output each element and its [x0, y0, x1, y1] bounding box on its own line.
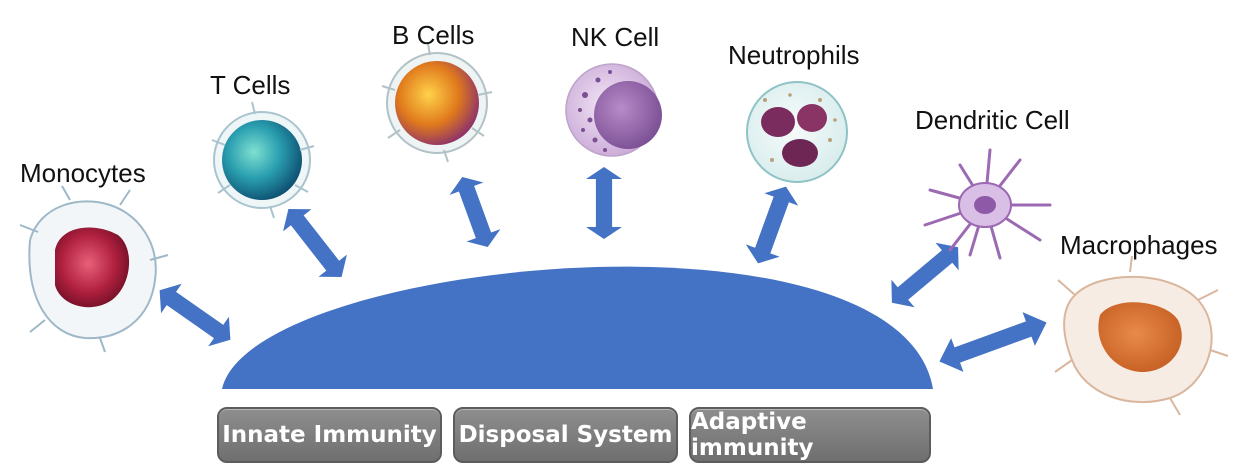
- label-neutrophils: Neutrophils: [728, 40, 860, 70]
- double-arrow-icon: [149, 275, 241, 355]
- category-innate-immunity: Innate Immunity: [217, 407, 442, 463]
- macrophage-cell-icon: [1054, 255, 1229, 416]
- double-arrow-icon: [741, 180, 803, 270]
- label-t-cells: T Cells: [210, 70, 291, 100]
- category-disposal-system: Disposal System: [453, 407, 678, 463]
- label-nk-cell: NK Cell: [571, 22, 660, 52]
- double-arrow-icon: [274, 197, 356, 289]
- label-b-cells: B Cells: [392, 20, 475, 50]
- label-dendritic-cell: Dendritic Cell: [915, 105, 1070, 135]
- label-macrophages: Macrophages: [1060, 230, 1218, 260]
- double-arrow-icon: [933, 305, 1053, 379]
- monocyte-cell-icon: [19, 185, 169, 353]
- nk-cell-icon: [565, 63, 662, 157]
- neutrophil-cell-icon: [746, 81, 848, 183]
- label-monocytes: Monocytes: [20, 158, 146, 188]
- t-cell-icon: [211, 101, 315, 219]
- immune-system-dome: [222, 266, 933, 389]
- category-adaptive-immunity: Adaptive immunity: [689, 407, 931, 463]
- dendritic-cell-icon: [923, 148, 1052, 260]
- b-cell-icon: [381, 43, 493, 163]
- double-arrow-icon: [880, 233, 970, 317]
- double-arrow-icon: [586, 167, 622, 239]
- double-arrow-icon: [445, 170, 505, 254]
